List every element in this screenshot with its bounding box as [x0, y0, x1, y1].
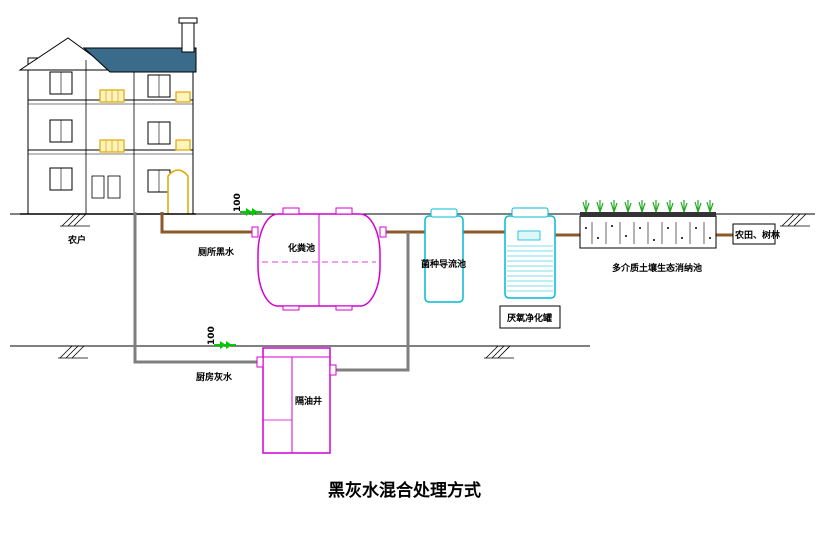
graywater-pipe — [133, 212, 410, 372]
soil-ecosystem — [579, 200, 717, 249]
pipe-marker-lower: 100 — [207, 326, 236, 349]
page-title: 黑灰水混合处理方式 — [328, 480, 481, 501]
ground-hatch-left — [60, 213, 90, 227]
label-kitchen-graywater: 厨房灰水 — [196, 371, 233, 383]
ground-hatch-right — [780, 213, 810, 227]
label-septic-tank: 化粪池 — [288, 242, 315, 254]
bacterial-tank — [424, 208, 464, 303]
anaerobic-tank — [499, 207, 561, 329]
label-bacterial-tank: 菌种导流池 — [421, 258, 466, 270]
label-soil-system: 多介质土壤生态消纳池 — [612, 262, 702, 274]
label-grease-trap: 隔油井 — [295, 395, 322, 407]
farmland-box — [732, 223, 776, 245]
pipe-marker-upper: 100 — [233, 193, 262, 216]
label-anaerobic-tank: 厌氧净化罐 — [507, 312, 552, 324]
blackwater-pipe — [160, 212, 733, 237]
label-farmland: 农田、树林 — [734, 229, 781, 241]
pipe-dn-upper: 100 — [233, 193, 243, 212]
pipe-dn-lower: 100 — [207, 326, 217, 345]
septic-tank — [251, 207, 387, 311]
label-farmhouse: 农户 — [67, 234, 86, 246]
grease-trap — [256, 347, 337, 454]
ground-hatch-lower-right — [484, 345, 514, 359]
label-toilet-blackwater: 厕所黑水 — [198, 246, 235, 258]
ground-hatch-lower-left — [58, 345, 88, 359]
farmhouse-building — [18, 17, 198, 215]
